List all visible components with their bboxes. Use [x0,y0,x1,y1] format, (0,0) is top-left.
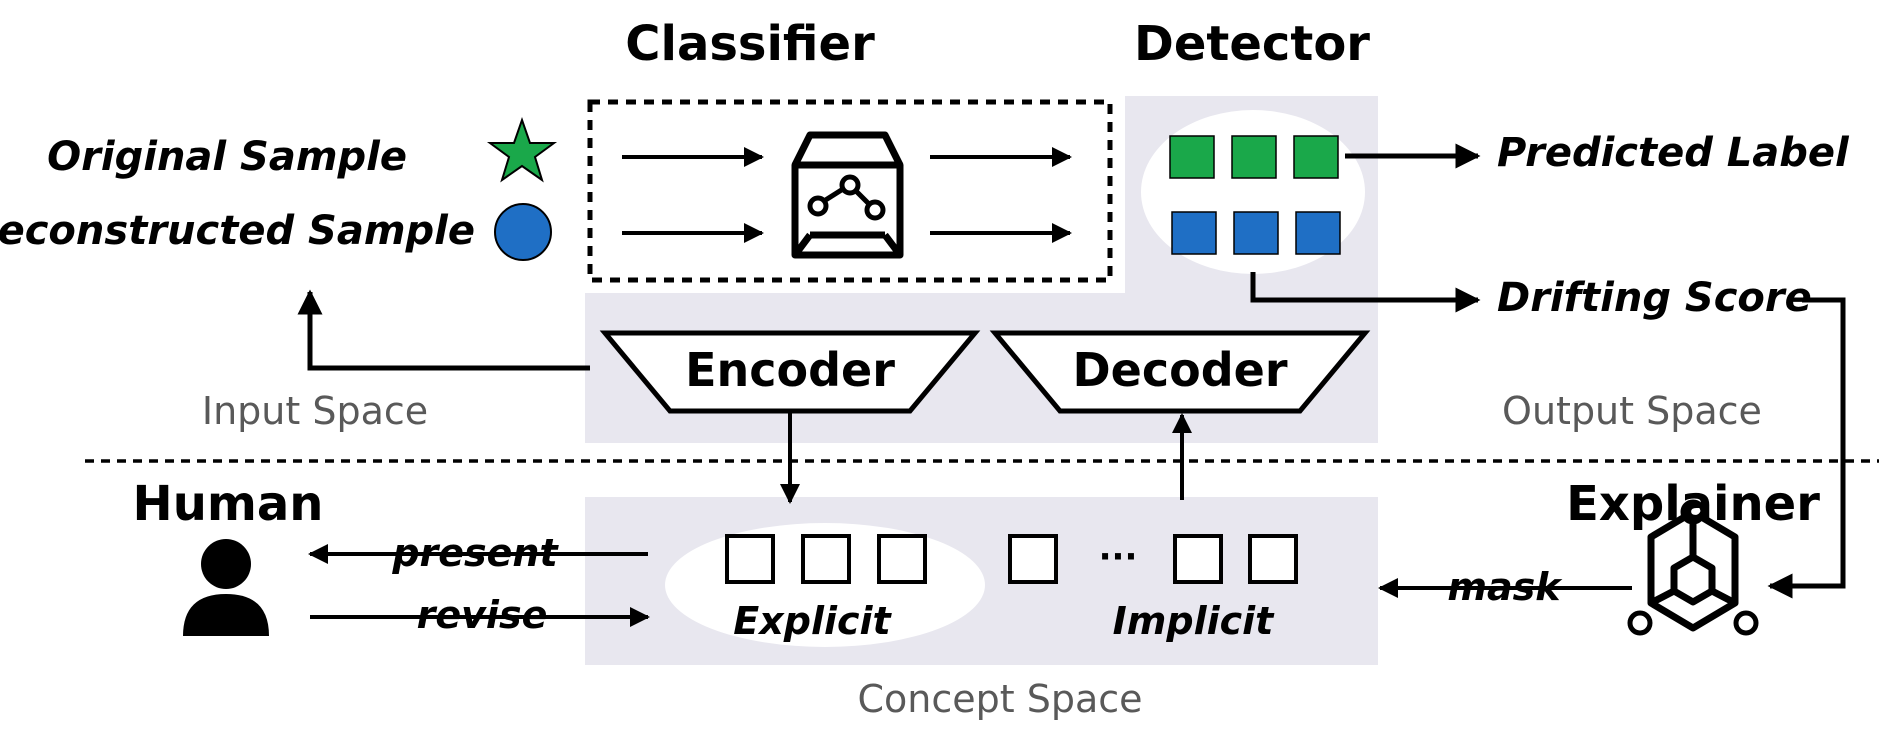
implicit-label: Implicit [1113,599,1276,643]
concept-square [877,534,927,584]
present-label: present [391,531,559,575]
blue-square [1233,211,1279,255]
original-sample-label: Original Sample [47,134,407,180]
model-box-icon [791,131,904,259]
explainer-icon [1627,499,1759,636]
detector-green-squares [1169,135,1339,179]
decoder-label: Decoder [1072,343,1287,397]
concept-square [1008,534,1058,584]
output-space-label: Output Space [1502,389,1762,433]
drifting-score-arrow [1250,272,1481,313]
original-sample-star-icon [486,116,558,183]
detector-blue-squares [1171,211,1341,255]
blue-square [1295,211,1341,255]
green-square [1293,135,1339,179]
blue-square [1171,211,1217,255]
concept-square [1248,534,1298,584]
human-icon [183,539,269,636]
predicted-label-text: Predicted Label [1497,130,1850,176]
classifier-title: Classifier [625,16,875,72]
human-title: Human [133,476,324,532]
decoder-block [989,330,1371,414]
drifting-score-text: Drifting Score [1497,275,1812,321]
reconstructed-sample-circle-icon [494,203,552,261]
reconstructed-sample-label: Reconstructed Sample [0,208,475,254]
green-square [1169,135,1215,179]
encoder-label: Encoder [685,343,895,397]
encoder-block [599,330,981,414]
revise-label: revise [417,593,548,637]
concept-square [801,534,851,584]
encoder-to-reconstructed-arrow [297,289,590,371]
drifting-to-explainer-arrow [1767,297,1846,599]
implicit-concept-squares [1008,534,1298,584]
mask-label: mask [1447,565,1563,609]
explainer-title: Explainer [1566,476,1820,532]
concept-square [725,534,775,584]
green-square [1231,135,1277,179]
explicit-concept-squares [725,534,927,584]
concept-ellipsis: ··· [1099,537,1138,577]
concept-square [1173,534,1223,584]
detector-title: Detector [1134,16,1370,72]
explicit-label: Explicit [733,599,892,643]
concept-space-label: Concept Space [857,677,1142,721]
input-space-label: Input Space [202,389,428,433]
